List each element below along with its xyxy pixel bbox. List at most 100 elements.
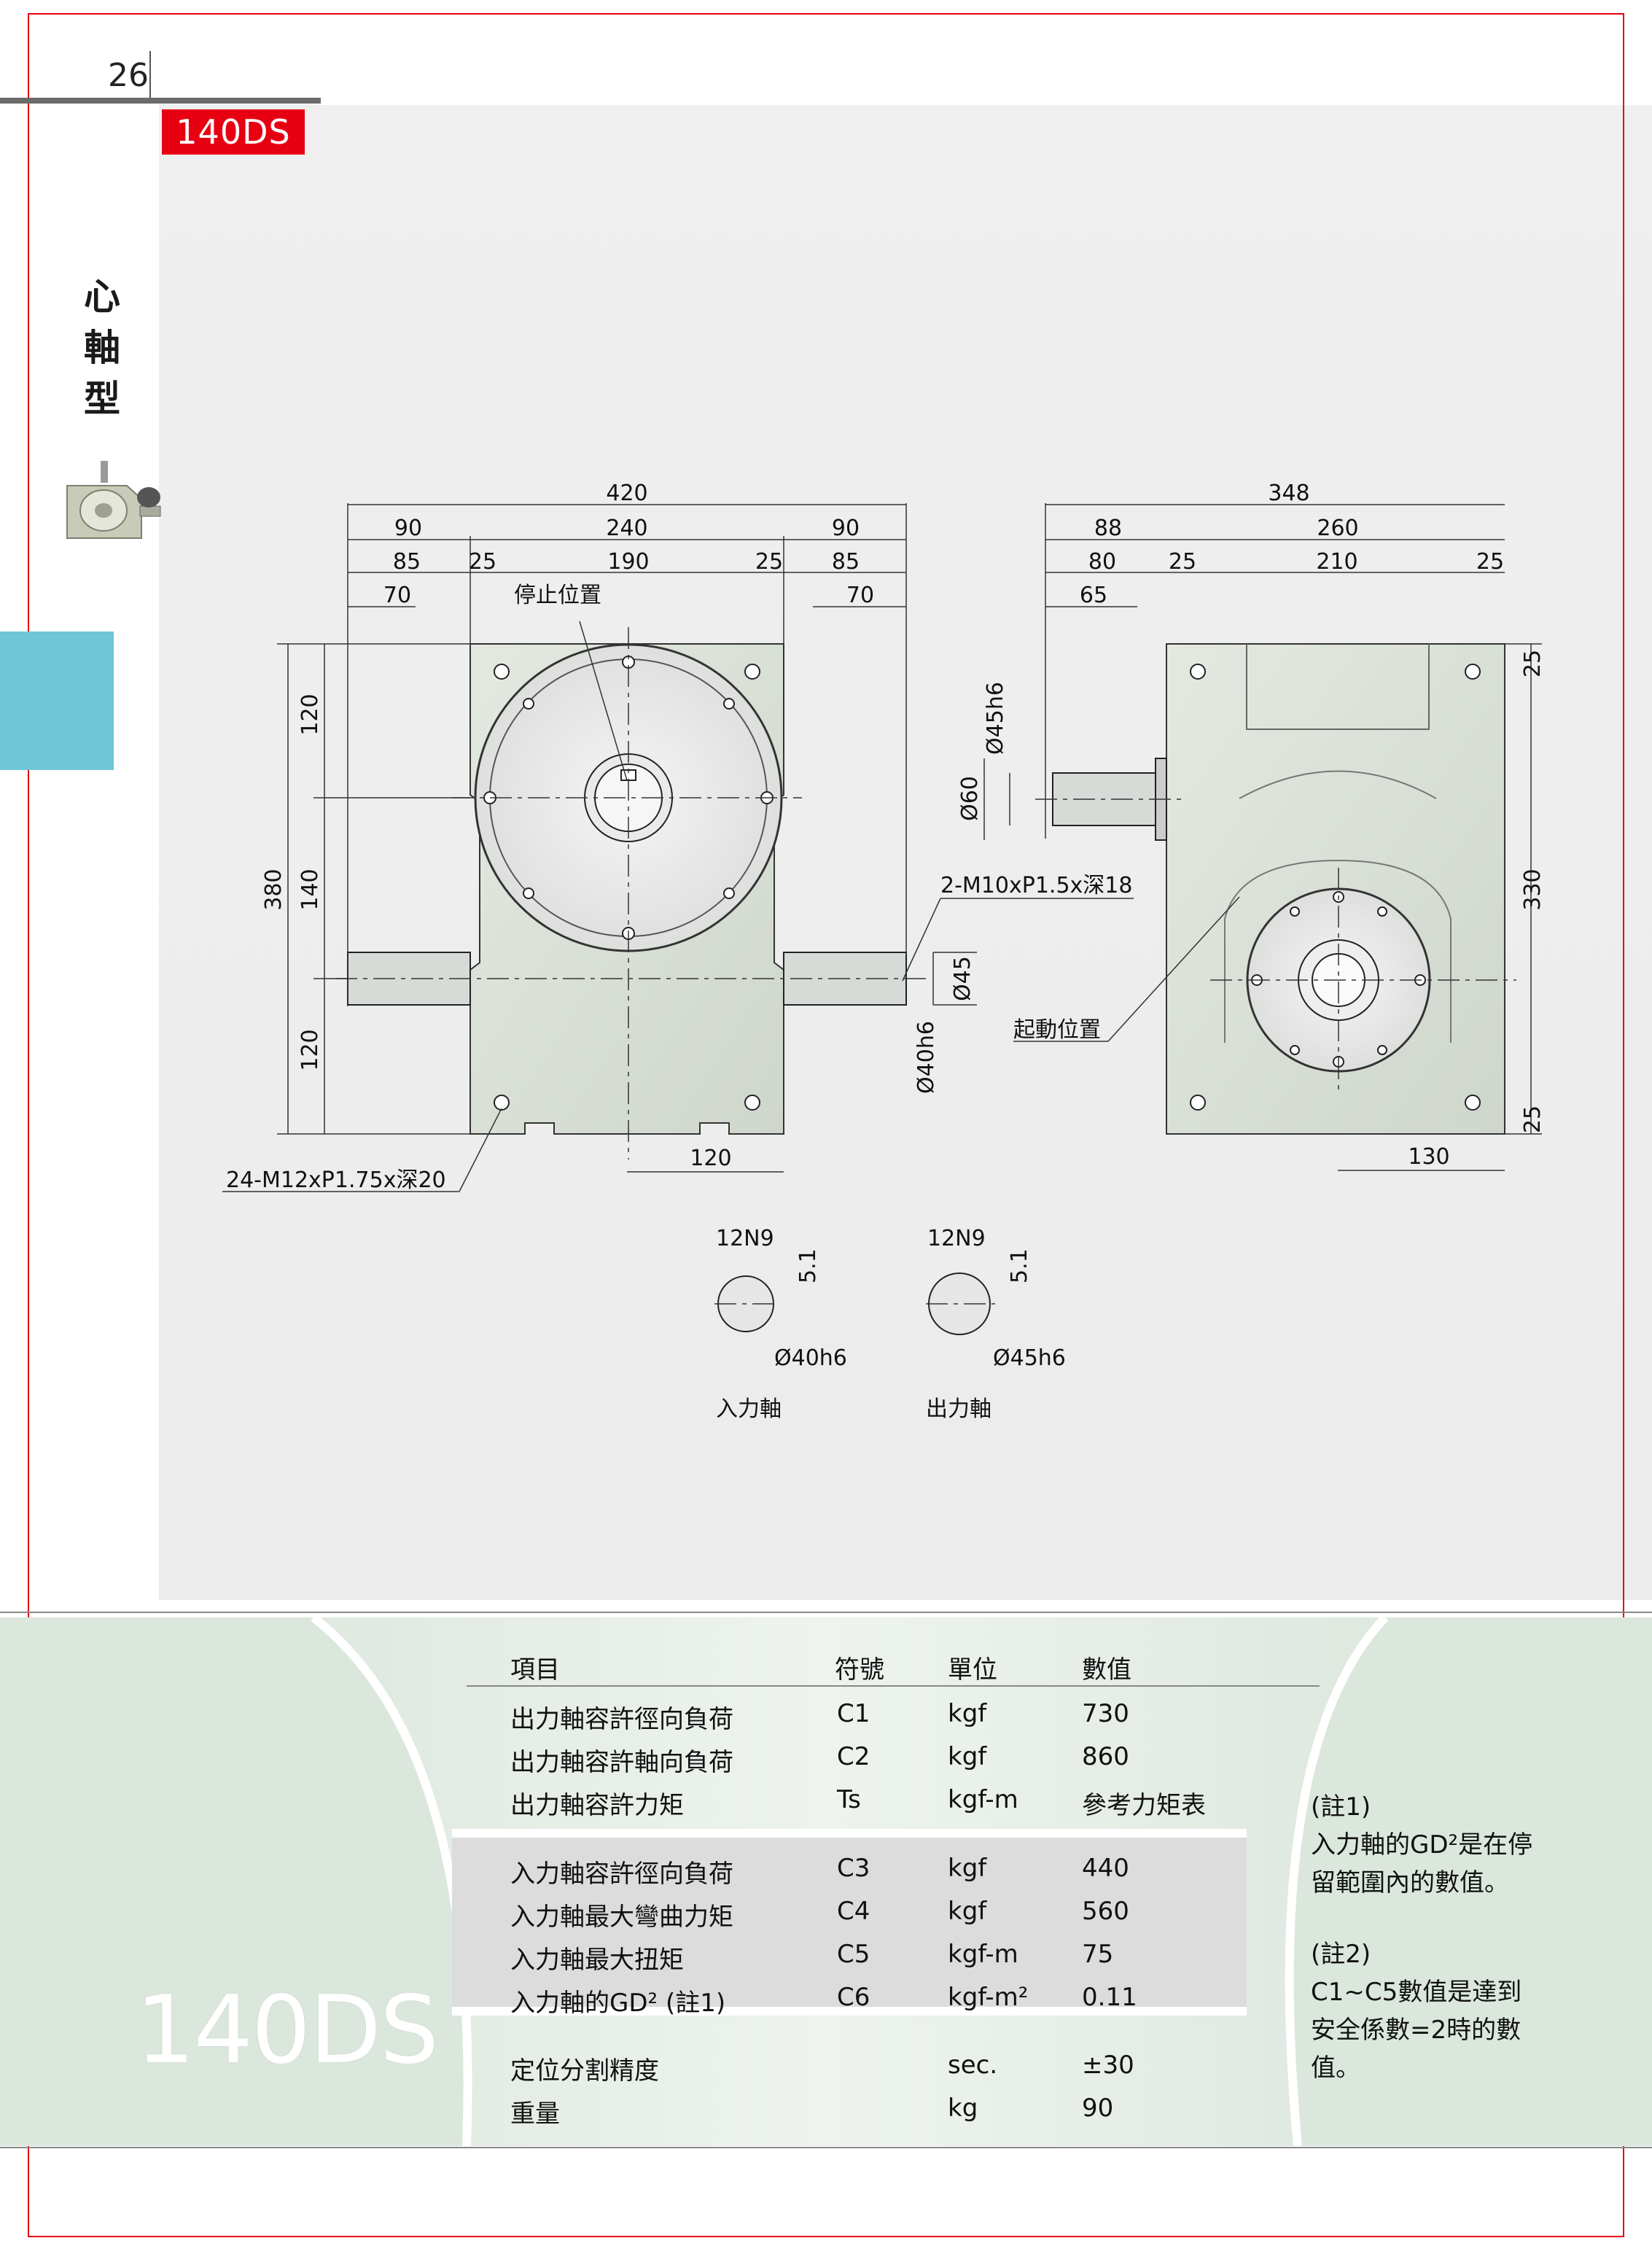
dim-text: 85 <box>832 549 860 575</box>
table-cell: C1 <box>837 1699 870 1728</box>
table-header: 數值 <box>1082 1655 1131 1684</box>
shaft-label: 出力軸 <box>926 1396 991 1422</box>
dim-text: 25 <box>1476 549 1504 575</box>
table-cell: 出力軸容許力矩 <box>510 1791 684 1820</box>
table-cell: 440 <box>1082 1854 1129 1883</box>
technical-drawing: 420 90 240 90 85 25 190 25 85 70 70 停止位置… <box>222 481 1546 1422</box>
dim-text: 70 <box>846 583 874 608</box>
note-line: 入力軸的GD²是在停 <box>1311 1830 1533 1860</box>
stop-position-label: 停止位置 <box>514 583 601 608</box>
notes-block: (註1) 入力軸的GD²是在停 留範圍內的數值。 (註2) C1~C5數值是達到… <box>1311 1788 1532 2087</box>
table-cell: 入力軸最大彎曲力矩 <box>510 1903 733 1932</box>
table-cell: 860 <box>1082 1742 1129 1771</box>
shaft-label: 入力軸 <box>716 1396 782 1422</box>
table-cell: sec. <box>948 2051 998 2080</box>
dim-text: 90 <box>832 516 860 541</box>
table-cell: C2 <box>837 1742 870 1771</box>
table-cell: kgf-m² <box>948 1983 1029 2012</box>
note-line: 值。 <box>1311 2053 1360 2083</box>
table-cell: 出力軸容許軸向負荷 <box>510 1748 733 1777</box>
dim-text: Ø45h6 <box>983 682 1008 755</box>
tap-note: 2-M10xP1.5x深18 <box>940 873 1132 898</box>
model-tag: 140DS <box>162 109 305 155</box>
table-cell: 0.11 <box>1082 1983 1137 2012</box>
dim-text: 348 <box>1268 481 1309 506</box>
dim-text: 240 <box>606 516 647 541</box>
table-cell: 730 <box>1082 1699 1129 1728</box>
table-cell: kg <box>948 2094 978 2123</box>
band-rule <box>0 1612 1652 1613</box>
table-cell: kgf <box>948 1897 987 1926</box>
table-cell: Ts <box>837 1785 861 1814</box>
dim-text: 120 <box>297 1029 323 1070</box>
table-cell: 定位分割精度 <box>510 2056 659 2086</box>
table-cell: kgf-m <box>948 1940 1018 1969</box>
side-title: 心 軸 型 <box>73 271 131 424</box>
shaft-diameter: Ø40h6 <box>774 1345 847 1371</box>
table-cell: kgf-m <box>948 1785 1018 1814</box>
table-cell: 出力軸容許徑向負荷 <box>510 1705 733 1734</box>
dim-text: 420 <box>606 481 647 506</box>
dim-text: 90 <box>394 516 422 541</box>
dim-text: Ø60 <box>957 776 983 821</box>
side-title-char: 心 <box>84 276 120 318</box>
page-number: 26 <box>108 57 149 94</box>
dim-text: 190 <box>607 549 649 575</box>
dim-text: 25 <box>1520 1105 1546 1133</box>
table-cell: C5 <box>837 1940 870 1969</box>
shaft-key: 12N9 <box>716 1226 774 1251</box>
shaft-depth: 5.1 <box>795 1248 821 1283</box>
dim-text: 25 <box>1520 650 1546 677</box>
table-cell: 重量 <box>510 2099 560 2129</box>
side-title-char: 型 <box>84 378 120 420</box>
bolt-note: 24-M12xP1.75x深20 <box>226 1167 446 1193</box>
table-header: 項目 <box>510 1655 560 1684</box>
dim-text: 210 <box>1316 549 1357 575</box>
table-cell: 入力軸最大扭矩 <box>510 1946 684 1975</box>
table-cell: 入力軸容許徑向負荷 <box>510 1860 733 1889</box>
table-cell: kgf <box>948 1742 987 1771</box>
shaft-depth: 5.1 <box>1007 1248 1032 1283</box>
page-border <box>28 13 1624 2237</box>
table-header: 單位 <box>948 1655 997 1684</box>
dim-text: 120 <box>690 1146 731 1171</box>
band-rule <box>0 2147 1652 2148</box>
dim-text: 25 <box>1169 549 1196 575</box>
note-title: (註2) <box>1311 1940 1371 1969</box>
shaft-diameter: Ø45h6 <box>993 1345 1066 1371</box>
dim-text: 25 <box>755 549 783 575</box>
note-line: 留範圍內的數值。 <box>1311 1868 1509 1897</box>
dim-text: 65 <box>1080 583 1107 608</box>
dim-text: 380 <box>261 869 287 910</box>
table-cell: C3 <box>837 1854 870 1883</box>
shaft-key: 12N9 <box>927 1226 986 1251</box>
table-cell: C6 <box>837 1983 870 2012</box>
table-cell: 參考力矩表 <box>1082 1791 1206 1820</box>
dim-text: 260 <box>1317 516 1358 541</box>
dim-text: 80 <box>1088 549 1116 575</box>
product-thumbnail-icon <box>66 461 161 539</box>
note-title: (註1) <box>1311 1792 1371 1822</box>
note-line: 安全係數=2時的數 <box>1311 2016 1522 2045</box>
spec-band-background <box>0 1617 1652 2146</box>
side-title-char: 軸 <box>84 327 120 369</box>
dim-text: 330 <box>1520 869 1546 910</box>
table-cell: kgf <box>948 1699 987 1728</box>
dim-text: 140 <box>297 869 323 910</box>
dim-text: 130 <box>1408 1144 1449 1170</box>
table-cell: kgf <box>948 1854 987 1883</box>
table-cell: 560 <box>1082 1897 1129 1926</box>
dim-text: 25 <box>469 549 496 575</box>
table-cell: C4 <box>837 1897 870 1926</box>
dim-text: 70 <box>383 583 411 608</box>
header-divider <box>149 51 151 104</box>
dim-text: 85 <box>393 549 421 575</box>
note-line: C1~C5數值是達到 <box>1311 1978 1522 2007</box>
table-cell: 75 <box>1082 1940 1114 1969</box>
dim-text: 120 <box>297 693 323 735</box>
dim-text: Ø45 <box>950 956 975 1001</box>
start-position-label: 起動位置 <box>1013 1017 1101 1043</box>
table-cell: 90 <box>1082 2094 1114 2123</box>
table-header: 符號 <box>835 1655 884 1684</box>
table-cell: 入力軸的GD² (註1) <box>510 1989 726 2018</box>
